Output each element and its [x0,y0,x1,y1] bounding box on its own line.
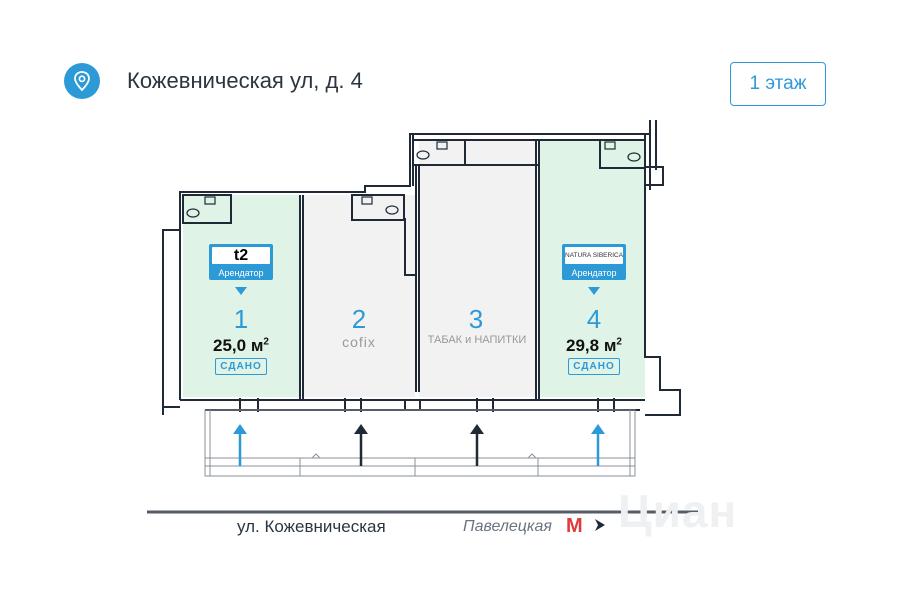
tenant-brand-cofix: cofix [342,334,376,350]
tenant-logo-natura-siberica: NATURA SIBERICA [565,247,623,264]
metro-logo-icon: М [566,515,583,537]
location-pin-icon [64,63,100,99]
tenant-brand-tabak: ТАБАК и НАПИТКИ [427,334,527,346]
unit-number-2: 2 [351,304,367,334]
tenant-label: Арендатор [571,268,617,278]
unit-2-area[interactable] [303,195,415,397]
watermark: Циан [618,485,738,537]
street-name: ул. Кожевническая [237,517,386,536]
tenant-logo-t2: t2 [212,247,270,264]
metro-station-name: Павелецкая [463,518,552,535]
arrow-right-icon [594,518,606,537]
unit-3-area[interactable] [419,140,535,397]
floor-selector-button[interactable]: 1 этаж [730,62,826,106]
terrace [204,409,636,477]
unit-number-1: 1 [233,304,249,334]
unit-number-4: 4 [586,304,602,334]
chevron-down-icon [588,287,600,295]
entrance-arrow [233,424,605,466]
toilet-icon [186,141,641,218]
unit-area-4: 29,8 м2 [566,336,622,355]
tenant-label: Арендатор [218,268,264,278]
chevron-down-icon [235,287,247,295]
status-badge: СДАНО [215,358,267,375]
tenant-card-unit-4[interactable]: NATURA SIBERICA Арендатор [562,244,626,280]
unit-1-area[interactable] [183,195,299,397]
unit-number-3: 3 [468,304,484,334]
unit-area-1: 25,0 м2 [213,336,269,355]
tenant-card-unit-1[interactable]: t2 Арендатор [209,244,273,280]
address-title: Кожевническая ул, д. 4 [127,68,363,93]
status-badge: СДАНО [568,358,620,375]
